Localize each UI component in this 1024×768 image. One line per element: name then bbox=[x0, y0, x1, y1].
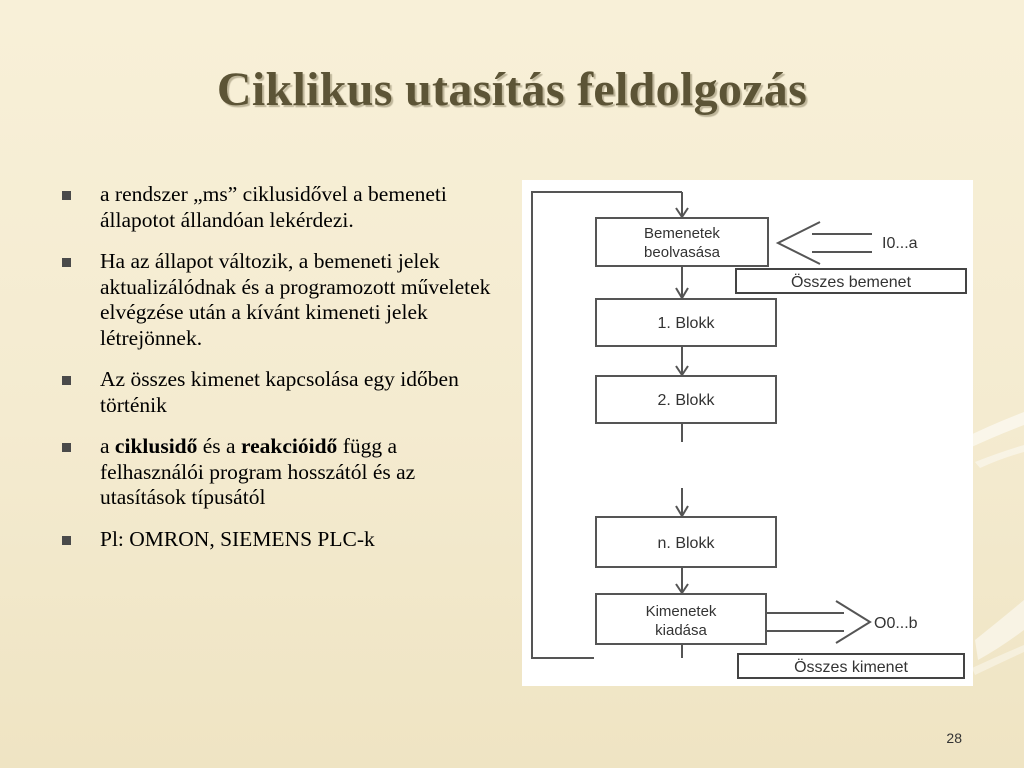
slide-number: 28 bbox=[946, 730, 962, 746]
bullet-item: a ciklusidő és a reakcióidő függ a felha… bbox=[62, 434, 494, 511]
bullet-text: Ha az állapot változik, a bemeneti jelek… bbox=[100, 249, 491, 350]
input-range-label: I0...a bbox=[882, 235, 918, 252]
bullet-text: a rendszer „ms” ciklusidővel a bemeneti … bbox=[100, 182, 447, 232]
bullet-square-icon bbox=[62, 191, 71, 200]
bullet-list: a rendszer „ms” ciklusidővel a bemeneti … bbox=[62, 182, 494, 568]
bullet-text: Pl: OMRON, SIEMENS PLC-k bbox=[100, 526, 375, 551]
bullet-text: Az összes kimenet kapcsolása egy időben … bbox=[100, 367, 459, 417]
output-caption: Összes kimenet bbox=[794, 658, 908, 676]
bullet-text: a bbox=[100, 434, 115, 458]
output-range-label: O0...b bbox=[874, 615, 918, 632]
bullet-emphasis: ciklusidő bbox=[114, 434, 198, 458]
bullet-item: Az összes kimenet kapcsolása egy időben … bbox=[62, 367, 494, 418]
bullet-square-icon bbox=[62, 258, 71, 267]
bullet-item: Pl: OMRON, SIEMENS PLC-k bbox=[62, 527, 494, 553]
block-n-label: n. Blokk bbox=[658, 535, 716, 552]
output-block-line2: kiadása bbox=[655, 622, 707, 639]
plc-cycle-flowchart: Bemenetek beolvasása I0...a Összes bemen… bbox=[531, 191, 967, 679]
slide-title: Ciklikus utasítás feldolgozás bbox=[216, 63, 808, 116]
plc-cycle-diagram: Bemenetek beolvasása I0...a Összes bemen… bbox=[522, 180, 973, 686]
bullet-item: Ha az állapot változik, a bemeneti jelek… bbox=[62, 249, 494, 351]
block-1-label: 1. Blokk bbox=[658, 315, 716, 332]
output-caption-box bbox=[737, 653, 965, 679]
block-1 bbox=[595, 298, 777, 347]
block-2-label: 2. Blokk bbox=[658, 392, 716, 409]
loop-back-line bbox=[531, 191, 682, 659]
bullet-square-icon bbox=[62, 443, 71, 452]
input-block-line1: Bemenetek bbox=[644, 225, 720, 242]
input-caption-box bbox=[735, 268, 967, 294]
input-block-line2: beolvasása bbox=[644, 244, 721, 261]
bullet-square-icon bbox=[62, 535, 71, 545]
bullet-emphasis: reakcióidő bbox=[240, 434, 338, 458]
bullet-square-icon bbox=[62, 376, 71, 385]
bullet-text: és a bbox=[197, 434, 241, 458]
bullet-item: a rendszer „ms” ciklusidővel a bemeneti … bbox=[62, 182, 494, 233]
input-caption: Összes bemenet bbox=[791, 273, 912, 291]
bullet-text: függ a felhasználói program hosszától és… bbox=[100, 434, 416, 509]
block-n bbox=[595, 516, 777, 568]
block-2 bbox=[595, 375, 777, 424]
output-block-line1: Kimenetek bbox=[646, 603, 717, 620]
